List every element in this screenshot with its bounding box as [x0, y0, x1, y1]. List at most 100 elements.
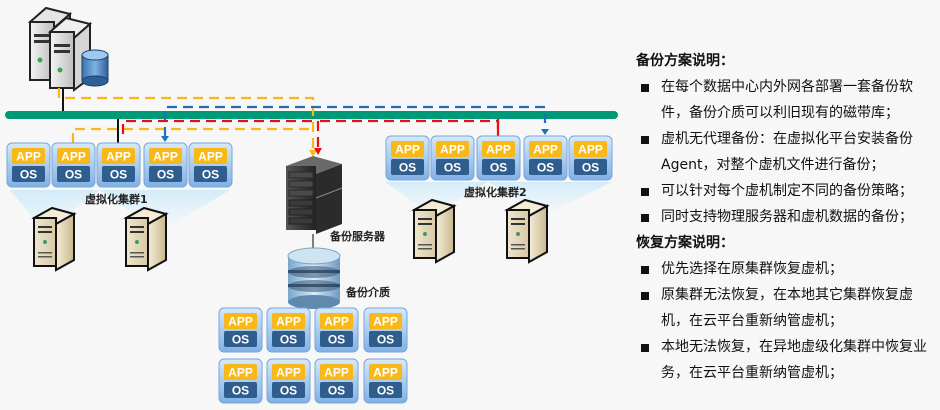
- backup-plan-list: 在每个数据中心内外网各部署一套备份软件，备份介质可以利旧现有的磁带库； 虚机无代…: [636, 74, 940, 230]
- vm-os-layer: [224, 331, 257, 347]
- vm-app-label: APP: [276, 315, 301, 329]
- vm-tile: APP OS: [476, 135, 521, 181]
- vm-os-layer: [194, 166, 227, 182]
- vm-app-label: APP: [324, 366, 349, 380]
- vm-app-label: APP: [486, 143, 511, 157]
- physical-host-icon: [31, 206, 77, 272]
- arrow-down-icon: [161, 136, 169, 142]
- list-item: 原集群无法恢复，在本地其它集群恢复虚机，在云平台重新纳管虚机；: [636, 282, 940, 334]
- backup-plan-section: 备份方案说明： 在每个数据中心内外网各部署一套备份软件，备份介质可以利旧现有的磁…: [636, 48, 940, 230]
- vm-os-label: OS: [537, 161, 554, 175]
- vm-tile: APP OS: [314, 307, 359, 353]
- bullet-square-icon: [641, 214, 649, 222]
- list-item: 本地无法恢复，在异地虚级化集群中恢复业务，在云平台重新纳管虚机；: [636, 334, 940, 386]
- vm-app-layer: [272, 364, 305, 380]
- physical-host-icon: [411, 198, 457, 264]
- vm-app-layer: [12, 148, 45, 164]
- vm-app-layer: [149, 148, 182, 164]
- vm-os-label: OS: [377, 384, 394, 398]
- recovery-plan-title: 恢复方案说明：: [636, 235, 734, 251]
- recovery-plan-list: 优先选择在原集群恢复虚机； 原集群无法恢复，在本地其它集群恢复虚机，在云平台重新…: [636, 256, 940, 386]
- arrow-down-icon: [309, 150, 317, 157]
- vm-app-layer: [320, 313, 353, 329]
- backup-plan-title: 备份方案说明：: [636, 53, 734, 69]
- vm-os-label: OS: [328, 333, 345, 347]
- bullet-square-icon: [641, 84, 649, 92]
- vm-app-label: APP: [440, 143, 465, 157]
- vm-app-label: APP: [61, 150, 86, 164]
- vm-os-layer: [574, 159, 607, 175]
- vm-os-layer: [320, 331, 353, 347]
- vm-app-label: APP: [228, 366, 253, 380]
- list-item: 可以针对每个虚机制定不同的备份策略；: [636, 178, 940, 204]
- vm-os-label: OS: [444, 161, 461, 175]
- vm-app-layer: [574, 141, 607, 157]
- list-item: 优先选择在原集群恢复虚机；: [636, 256, 940, 282]
- bullet-square-icon: [641, 136, 649, 144]
- vm-os-label: OS: [328, 384, 345, 398]
- management-server-icon: [27, 6, 109, 92]
- flow-line-blue: [163, 105, 547, 137]
- vm-app-layer: [436, 141, 469, 157]
- bullet-square-icon: [641, 188, 649, 196]
- vm-os-layer: [272, 382, 305, 398]
- vm-app-label: APP: [324, 315, 349, 329]
- vm-app-layer: [369, 364, 402, 380]
- list-item: 在每个数据中心内外网各部署一套备份软件，备份介质可以利旧现有的磁带库；: [636, 74, 940, 126]
- vm-os-label: OS: [110, 168, 127, 182]
- vm-app-label: APP: [373, 315, 398, 329]
- vm-app-layer: [102, 148, 135, 164]
- arrow-down-icon: [541, 129, 549, 135]
- description-panel: 备份方案说明： 在每个数据中心内外网各部署一套备份软件，备份介质可以利旧现有的磁…: [636, 48, 940, 386]
- vm-os-label: OS: [490, 161, 507, 175]
- flow-line-red: [121, 119, 320, 150]
- vm-app-layer: [320, 364, 353, 380]
- vm-os-layer: [12, 166, 45, 182]
- cluster-2-label: 虚拟化集群2: [464, 185, 527, 199]
- list-item: 同时支持物理服务器和虚机数据的备份；: [636, 204, 940, 230]
- vm-app-layer: [529, 141, 562, 157]
- physical-host-icon: [504, 198, 550, 264]
- vm-app-label: APP: [228, 315, 253, 329]
- vm-tile: APP OS: [218, 358, 263, 404]
- vm-app-label: APP: [276, 366, 301, 380]
- database-icon: [81, 49, 109, 87]
- vm-os-layer: [391, 159, 424, 175]
- cluster-1-label: 虚拟化集群1: [85, 192, 148, 206]
- bullet-square-icon: [641, 292, 649, 300]
- vm-tile: APP OS: [430, 135, 475, 181]
- physical-host-icon: [123, 206, 169, 272]
- bullet-square-icon: [641, 266, 649, 274]
- list-item: 虚机无代理备份：在虚拟化平台安装备份Agent，对整个虚机文件进行备份；: [636, 126, 940, 178]
- flow-line-yellow-cluster1: [71, 127, 313, 143]
- vm-app-label: APP: [198, 150, 223, 164]
- vm-os-label: OS: [232, 384, 249, 398]
- vm-tile: APP OS: [96, 142, 141, 188]
- bullet-square-icon: [641, 344, 649, 352]
- vm-app-layer: [224, 313, 257, 329]
- vm-app-layer: [391, 141, 424, 157]
- vm-os-layer: [224, 382, 257, 398]
- vm-os-layer: [320, 382, 353, 398]
- vm-app-label: APP: [106, 150, 131, 164]
- vm-app-label: APP: [395, 143, 420, 157]
- vm-os-layer: [149, 166, 182, 182]
- vm-app-label: APP: [373, 366, 398, 380]
- vm-tile: APP OS: [314, 358, 359, 404]
- vm-app-layer: [194, 148, 227, 164]
- vm-app-layer: [369, 313, 402, 329]
- arrow-down-icon: [314, 148, 322, 155]
- vm-app-label: APP: [153, 150, 178, 164]
- vm-os-layer: [102, 166, 135, 182]
- vm-os-layer: [57, 166, 90, 182]
